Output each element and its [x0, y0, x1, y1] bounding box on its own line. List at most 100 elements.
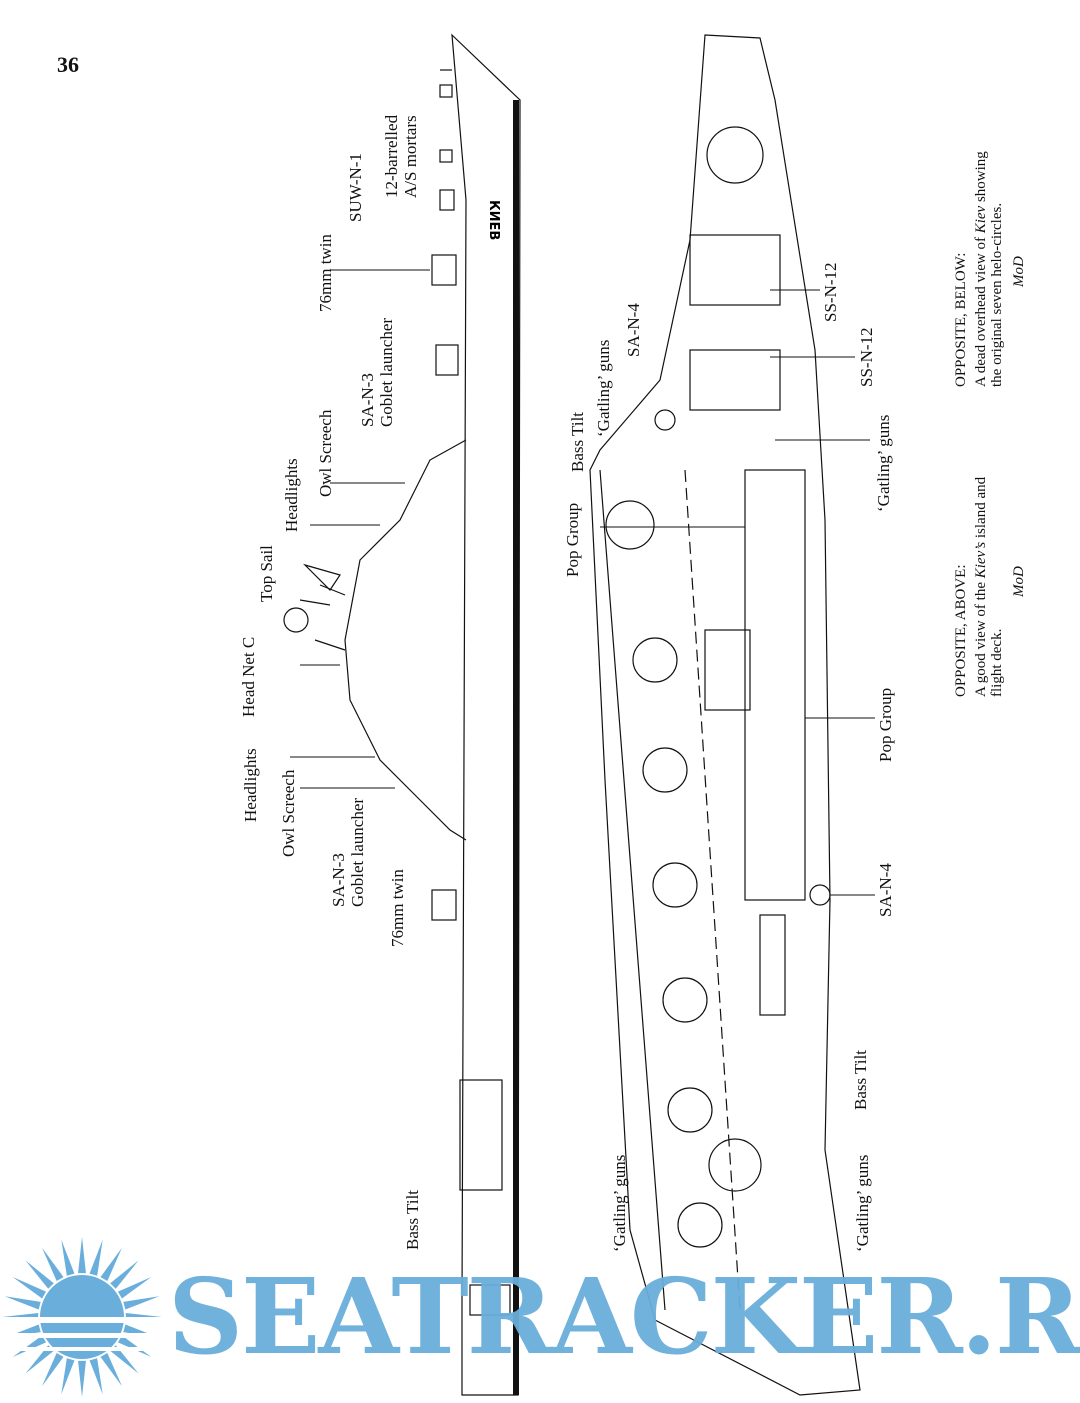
- label-sa-n-4-aft: SA-N-4: [876, 863, 895, 917]
- label-gatling-aft-right: ‘Gatling’ guns: [853, 1154, 872, 1252]
- label-top-sail: Top Sail: [257, 545, 276, 602]
- sun-ray: [42, 1352, 64, 1387]
- label-owl-screech-fwd: Owl Screech: [316, 409, 335, 497]
- helo-circle-2: [632, 637, 678, 683]
- caption-text: A dead overhead view of: [973, 233, 989, 387]
- fwd-mortar-2: [439, 149, 453, 163]
- sun-ray: [100, 1352, 122, 1387]
- sun-ray: [4, 1296, 41, 1310]
- label-bass-tilt-aft: Bass Tilt: [851, 1049, 870, 1110]
- caption-line: A good view of the Kiev’s island and: [973, 477, 989, 697]
- sun-ray: [12, 1277, 47, 1299]
- label-line: 12-barrelled: [382, 114, 401, 198]
- sun-ray: [25, 1260, 54, 1289]
- hull-name: КИЕВ: [486, 200, 501, 240]
- caption-credit: MoD: [1011, 477, 1027, 697]
- ssn12-launchers-a: [689, 234, 781, 306]
- mast: [299, 584, 346, 651]
- plan-deck-outline: [589, 34, 861, 1396]
- sun-ray: [89, 1358, 103, 1395]
- sun-ray: [100, 1247, 122, 1282]
- label-76mm-twin-fwd: 76mm twin: [316, 234, 335, 312]
- san3-fwd: [435, 344, 459, 376]
- caption-text: island and: [973, 476, 989, 542]
- sun-ray: [123, 1296, 160, 1310]
- label-line: A/S mortars: [401, 115, 420, 198]
- side-view-drawing: [283, 33, 521, 1396]
- label-76mm-twin-aft: 76mm twin: [388, 869, 407, 947]
- caption-line: A dead overhead view of Kiev showing: [973, 151, 989, 387]
- helo-circle-7: [708, 1138, 762, 1192]
- credit: MoD: [1011, 566, 1027, 597]
- top-sail-radar: [302, 563, 341, 591]
- forward-mount: [706, 126, 764, 184]
- label-owl-screech-aft: Owl Screech: [279, 769, 298, 857]
- label-line: Goblet launcher: [377, 317, 396, 427]
- sun-ray: [12, 1335, 47, 1357]
- credit: MoD: [1011, 256, 1027, 287]
- sun-ray: [110, 1260, 139, 1289]
- page-number: 36: [57, 52, 79, 77]
- sun-ray: [89, 1239, 103, 1276]
- label-head-net-c: Head Net C: [239, 636, 258, 717]
- caption-above: OPPOSITE, ABOVE: A good view of the Kiev…: [953, 477, 1027, 697]
- ship-name: Kiev’s: [973, 541, 989, 579]
- hangar-box: [459, 1079, 503, 1191]
- sun-ray: [61, 1239, 75, 1276]
- fwd-mortar-1: [439, 84, 453, 98]
- twin76-fwd: [431, 254, 457, 286]
- caption-heading: OPPOSITE, ABOVE:: [953, 564, 969, 697]
- caption-line: flight deck.: [989, 628, 1005, 697]
- label-sa-n-4-fwd: SA-N-4: [624, 303, 643, 357]
- ssn12-launchers-b: [689, 349, 781, 411]
- deck-block: [759, 914, 786, 1016]
- helo-circle-5: [662, 977, 708, 1023]
- label-bass-tilt-side: Bass Tilt: [403, 1189, 422, 1250]
- label-gatling-fwd-left: ‘Gatling’ guns: [594, 339, 613, 437]
- radar-dome: [283, 607, 309, 633]
- sun-ray: [78, 1237, 86, 1274]
- island-superstructure: [344, 439, 467, 841]
- sun-ray: [117, 1277, 152, 1299]
- helo-circle-3: [642, 747, 688, 793]
- caption-heading: OPPOSITE, BELOW:: [953, 252, 969, 387]
- label-line: Goblet launcher: [348, 797, 367, 907]
- sun-ray: [42, 1247, 64, 1282]
- plan-view-drawing: [589, 34, 861, 1396]
- label-gatling-aft-left: ‘Gatling’ guns: [610, 1154, 629, 1252]
- helo-circle-8: [677, 1202, 723, 1248]
- island-plan: [744, 469, 806, 901]
- caption-credit: MoD: [1011, 151, 1027, 387]
- sun-ray: [25, 1345, 54, 1374]
- caption-text: showing: [973, 151, 989, 206]
- angled-deck-line-2: [684, 469, 741, 1311]
- leader-lines: [290, 269, 875, 896]
- label-pop-group-left: Pop Group: [563, 502, 582, 577]
- sun-ray: [117, 1335, 152, 1357]
- caption-line: the original seven helo-circles.: [989, 202, 1005, 387]
- twin76-aft: [431, 889, 457, 921]
- stern-box: [469, 1284, 511, 1316]
- sun-ray: [78, 1360, 86, 1397]
- helo-circle-6: [667, 1087, 713, 1133]
- label-line: SA-N-3: [358, 373, 377, 427]
- watermark-text: SEATRACKER.RU: [168, 1255, 1080, 1378]
- label-pop-group-right: Pop Group: [876, 687, 895, 762]
- label-headlights-fwd: Headlights: [282, 458, 301, 532]
- caption-text: A good view of the: [973, 578, 989, 697]
- helo-circle-1: [605, 500, 655, 550]
- side-hull: [451, 33, 521, 1396]
- label-bass-tilt-fwd: Bass Tilt: [568, 411, 587, 472]
- label-ss-n-12-a: SS-N-12: [821, 262, 840, 322]
- helo-circle-4: [652, 862, 698, 908]
- label-line: SA-N-3: [329, 853, 348, 907]
- suw-launcher: [439, 189, 455, 211]
- sun-ray: [61, 1358, 75, 1395]
- label-suw-n-1: SUW-N-1: [346, 153, 365, 222]
- label-headlights-aft: Headlights: [241, 748, 260, 822]
